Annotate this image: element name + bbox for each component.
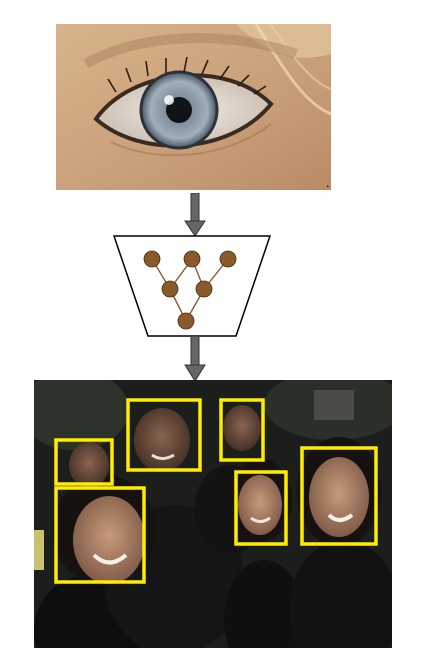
nn-node — [143, 250, 161, 268]
nn-node — [161, 280, 179, 298]
down-arrow-icon — [184, 336, 206, 382]
face-box — [234, 470, 288, 546]
neural-network-diagram — [112, 235, 272, 337]
face-box — [54, 486, 146, 584]
eye-input-image — [56, 24, 331, 190]
nn-node — [195, 280, 213, 298]
face-detection-output-image — [34, 380, 392, 648]
nn-node — [183, 250, 201, 268]
nn-node — [177, 312, 195, 330]
face-box — [219, 398, 265, 462]
trailing-period: . — [326, 175, 330, 190]
face-box — [126, 398, 202, 472]
face-box — [300, 446, 378, 546]
nn-node — [219, 250, 237, 268]
down-arrow-icon — [184, 193, 206, 237]
face-box — [54, 438, 114, 486]
